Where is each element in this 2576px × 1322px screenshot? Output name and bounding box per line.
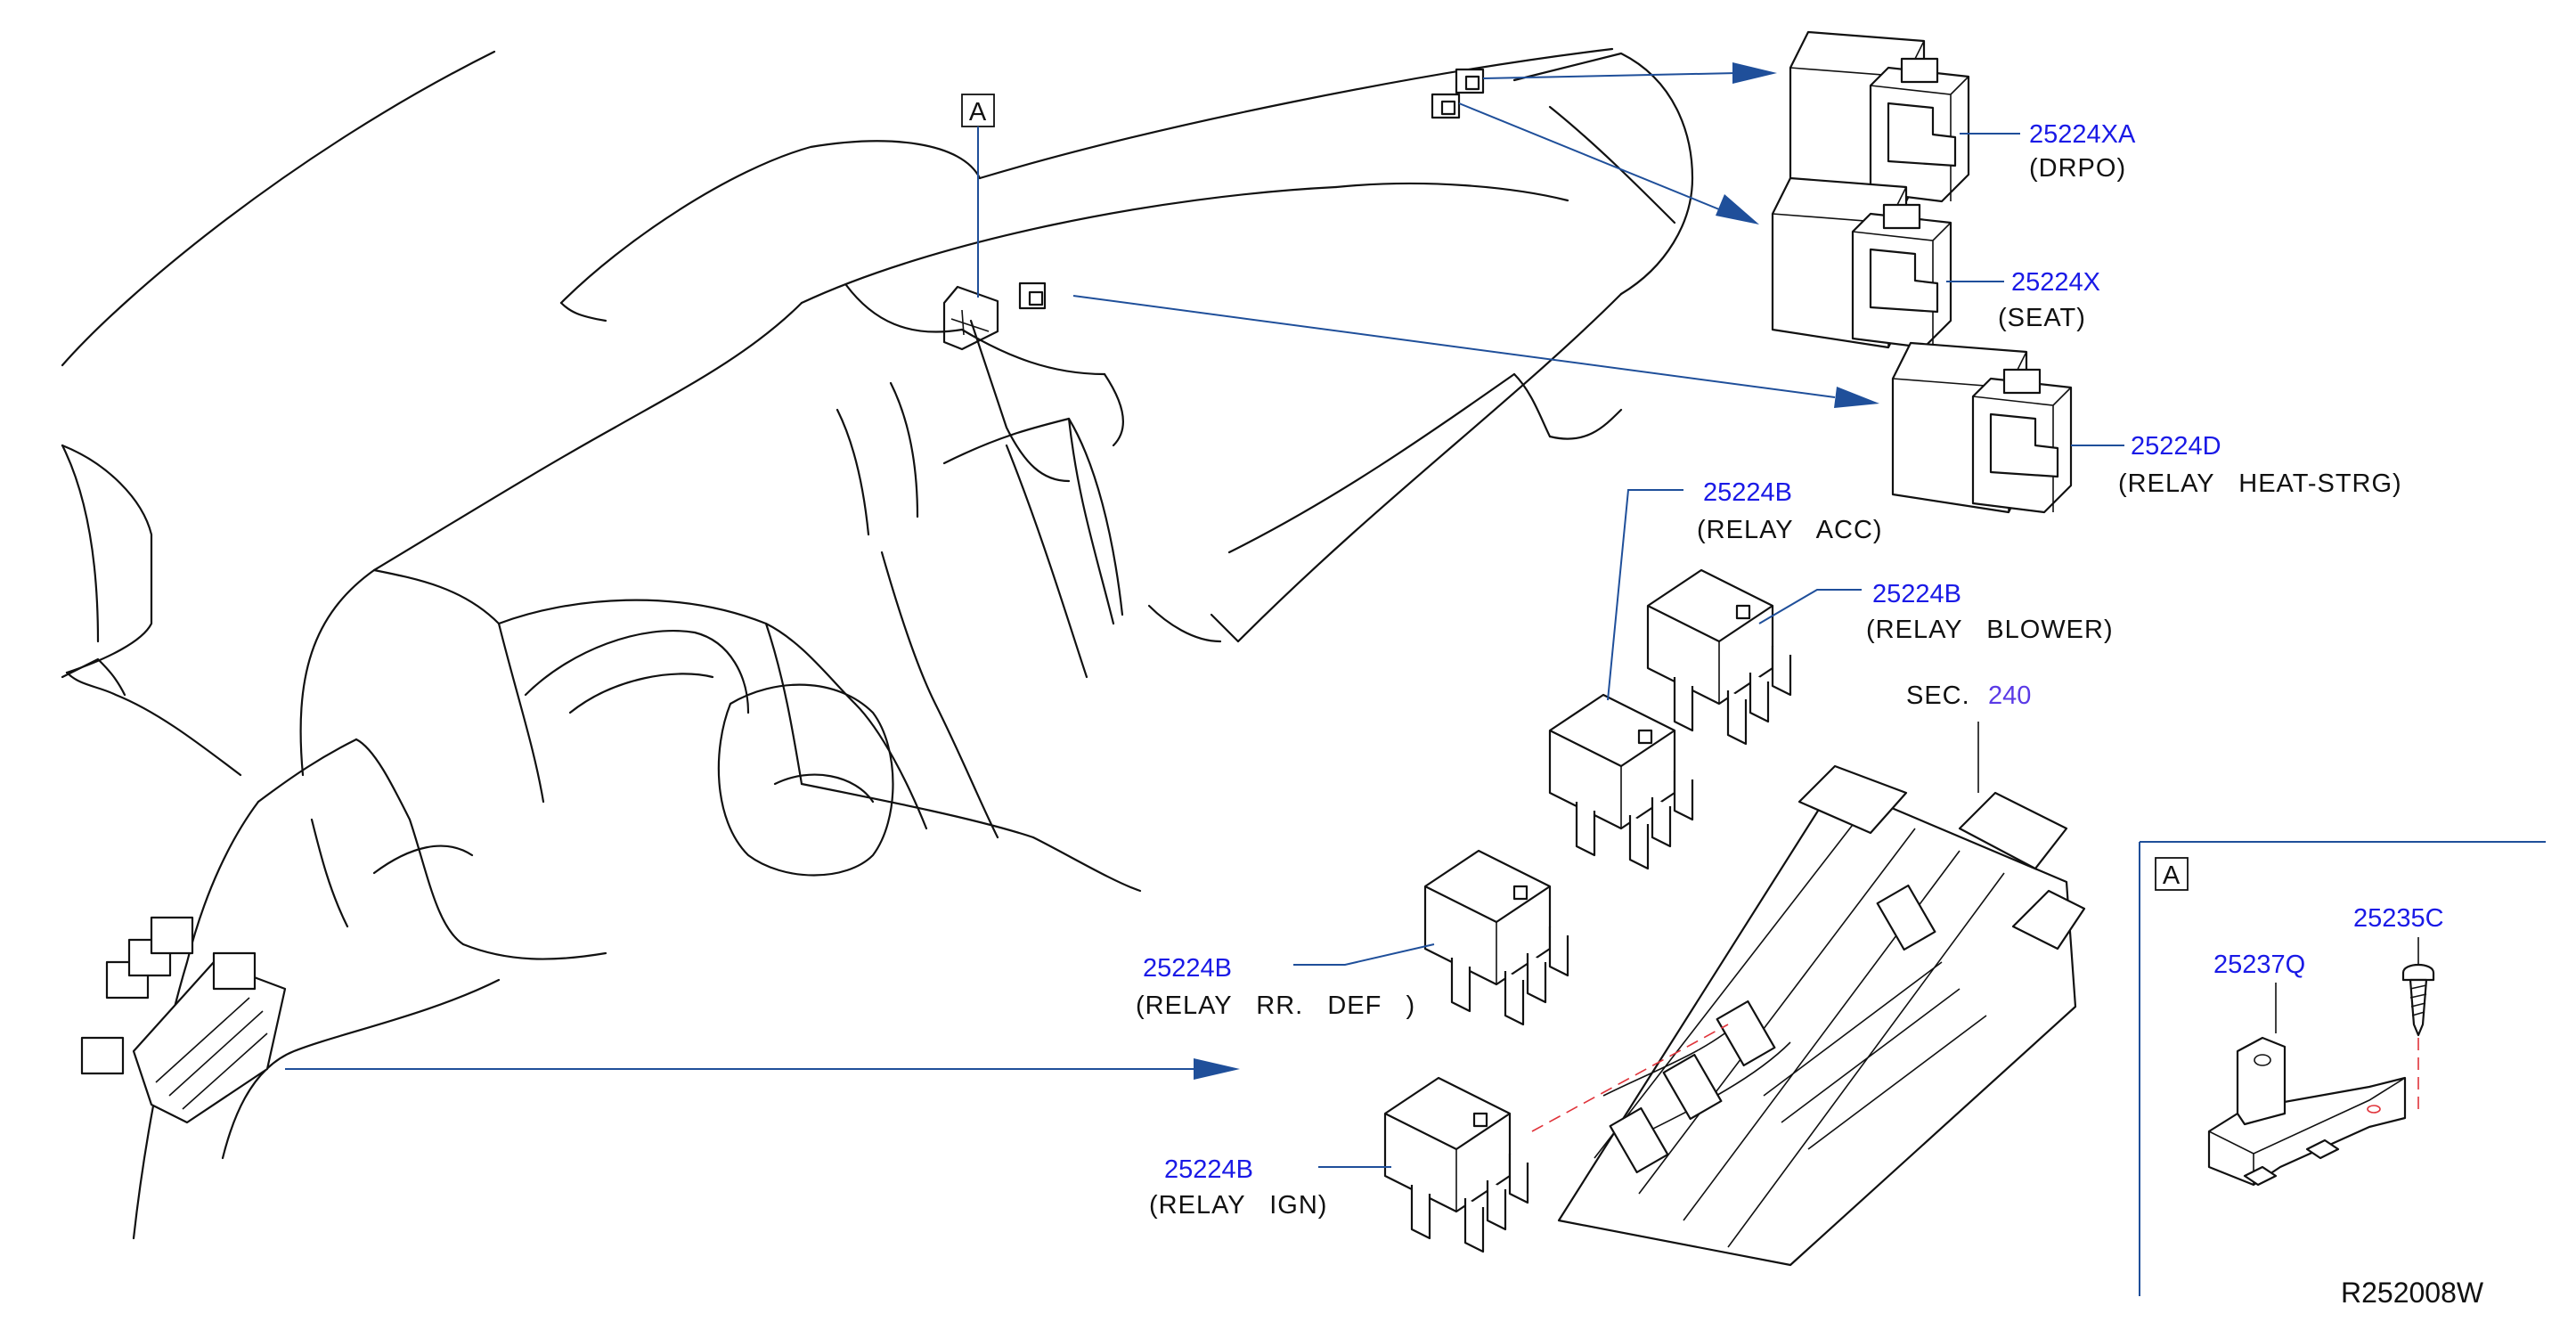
section-reference: SEC. 240 bbox=[1906, 681, 2031, 710]
section-number: 240 bbox=[1988, 681, 2031, 710]
part-number-25224b-ign: 25224B bbox=[1164, 1155, 1253, 1184]
diagram-code: R252008W bbox=[2341, 1277, 2484, 1309]
part-number-25224xa: 25224XA bbox=[2029, 120, 2136, 149]
part-desc-seat: (SEAT) bbox=[1998, 304, 2086, 332]
part-desc-ign: (RELAY IGN) bbox=[1149, 1191, 1327, 1220]
svg-text:SEC.: SEC. bbox=[1906, 681, 1970, 710]
relay-ign bbox=[1318, 1076, 1529, 1253]
small-relay-drpo-location bbox=[1455, 68, 1485, 94]
part-desc-heat-strg: (RELAY HEAT-STRG) bbox=[2118, 469, 2402, 498]
relay-seat bbox=[1771, 176, 2004, 349]
relay-rr-def bbox=[1293, 849, 1569, 1026]
part-desc-acc: (RELAY ACC) bbox=[1697, 516, 1883, 544]
inset-tag: A bbox=[2163, 861, 2181, 890]
svg-text:A: A bbox=[969, 98, 987, 126]
fuse-block bbox=[1531, 722, 2086, 1267]
relay-leaders bbox=[285, 62, 1879, 1080]
bracket-a-location bbox=[942, 282, 1047, 351]
part-desc-drpo: (DRPO) bbox=[2029, 154, 2126, 183]
relay-blower bbox=[1646, 568, 1862, 746]
bracket-25237q bbox=[2207, 1036, 2407, 1187]
dashboard-outline bbox=[61, 47, 1694, 1240]
fuse-box-location bbox=[80, 916, 287, 1124]
callout-a: A bbox=[961, 94, 995, 298]
small-relay-seat-location bbox=[1431, 93, 1461, 119]
part-number-25224b-blower: 25224B bbox=[1872, 580, 1961, 608]
part-number-25235c: 25235C bbox=[2353, 904, 2444, 933]
part-number-25224x: 25224X bbox=[2011, 268, 2100, 297]
detail-inset-a: A 25237Q 25235C bbox=[2139, 841, 2546, 1296]
part-number-25224b-rr-def: 25224B bbox=[1143, 954, 1232, 983]
relay-heat-strg bbox=[1891, 341, 2124, 514]
part-desc-blower: (RELAY BLOWER) bbox=[1866, 616, 2114, 644]
part-number-25224d: 25224D bbox=[2131, 432, 2221, 461]
relay-acc bbox=[1548, 489, 1694, 870]
part-desc-rr-def: (RELAY RR. DEF ) bbox=[1136, 992, 1415, 1020]
screw-25235c bbox=[2401, 963, 2435, 1109]
part-number-25224b-acc: 25224B bbox=[1703, 478, 1792, 507]
part-number-25237q: 25237Q bbox=[2213, 951, 2305, 979]
relay-drpo bbox=[1789, 30, 2020, 203]
